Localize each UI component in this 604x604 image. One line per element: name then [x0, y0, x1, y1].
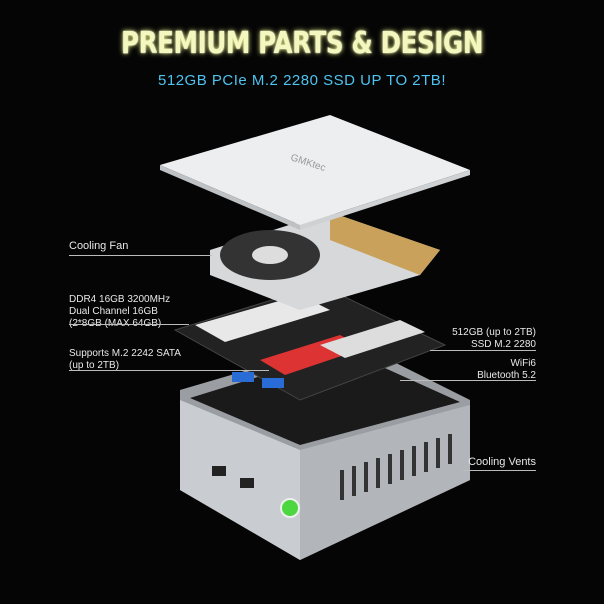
top-lid: GMKtec: [160, 115, 470, 230]
usb3-port: [232, 372, 254, 382]
callout-line: (up to 2TB): [69, 360, 120, 371]
callout-wifi: WiFi6 Bluetooth 5.2: [477, 358, 536, 382]
callout-vents: Cooling Vents: [468, 456, 536, 468]
callout-line: DDR4 16GB 3200MHz: [69, 294, 171, 305]
usb-port: [240, 478, 254, 488]
subtitle: 512GB PCIe M.2 2280 SSD UP TO 2TB!: [158, 72, 446, 89]
usb-port: [212, 466, 226, 476]
callout-cooling-fan: Cooling Fan: [69, 240, 129, 252]
callout-line: Dual Channel 16GB: [69, 306, 158, 317]
callout-ram: DDR4 16GB 3200MHz Dual Channel 16GB (2*8…: [69, 294, 170, 330]
callout-sata: Supports M.2 2242 SATA (up to 2TB): [69, 348, 181, 372]
callout-line: (2*8GB (MAX 64GB): [69, 318, 170, 330]
case-body: [180, 340, 470, 560]
callout-line: Supports M.2 2242 SATA: [69, 348, 181, 359]
callout-line: 512GB (up to 2TB): [452, 327, 536, 338]
callout-line: SSD M.2 2280: [470, 339, 536, 350]
usb3-port: [262, 378, 284, 388]
nvme-ssd: [320, 320, 425, 358]
power-button: [280, 498, 300, 518]
callout-line: WiFi6: [510, 358, 536, 369]
callout-line: Bluetooth 5.2: [477, 370, 536, 381]
page-title: PREMIUM PARTS & DESIGN: [120, 26, 484, 61]
callout-ssd: 512GB (up to 2TB) SSD M.2 2280: [452, 327, 536, 351]
cooling-fan: [210, 212, 440, 310]
